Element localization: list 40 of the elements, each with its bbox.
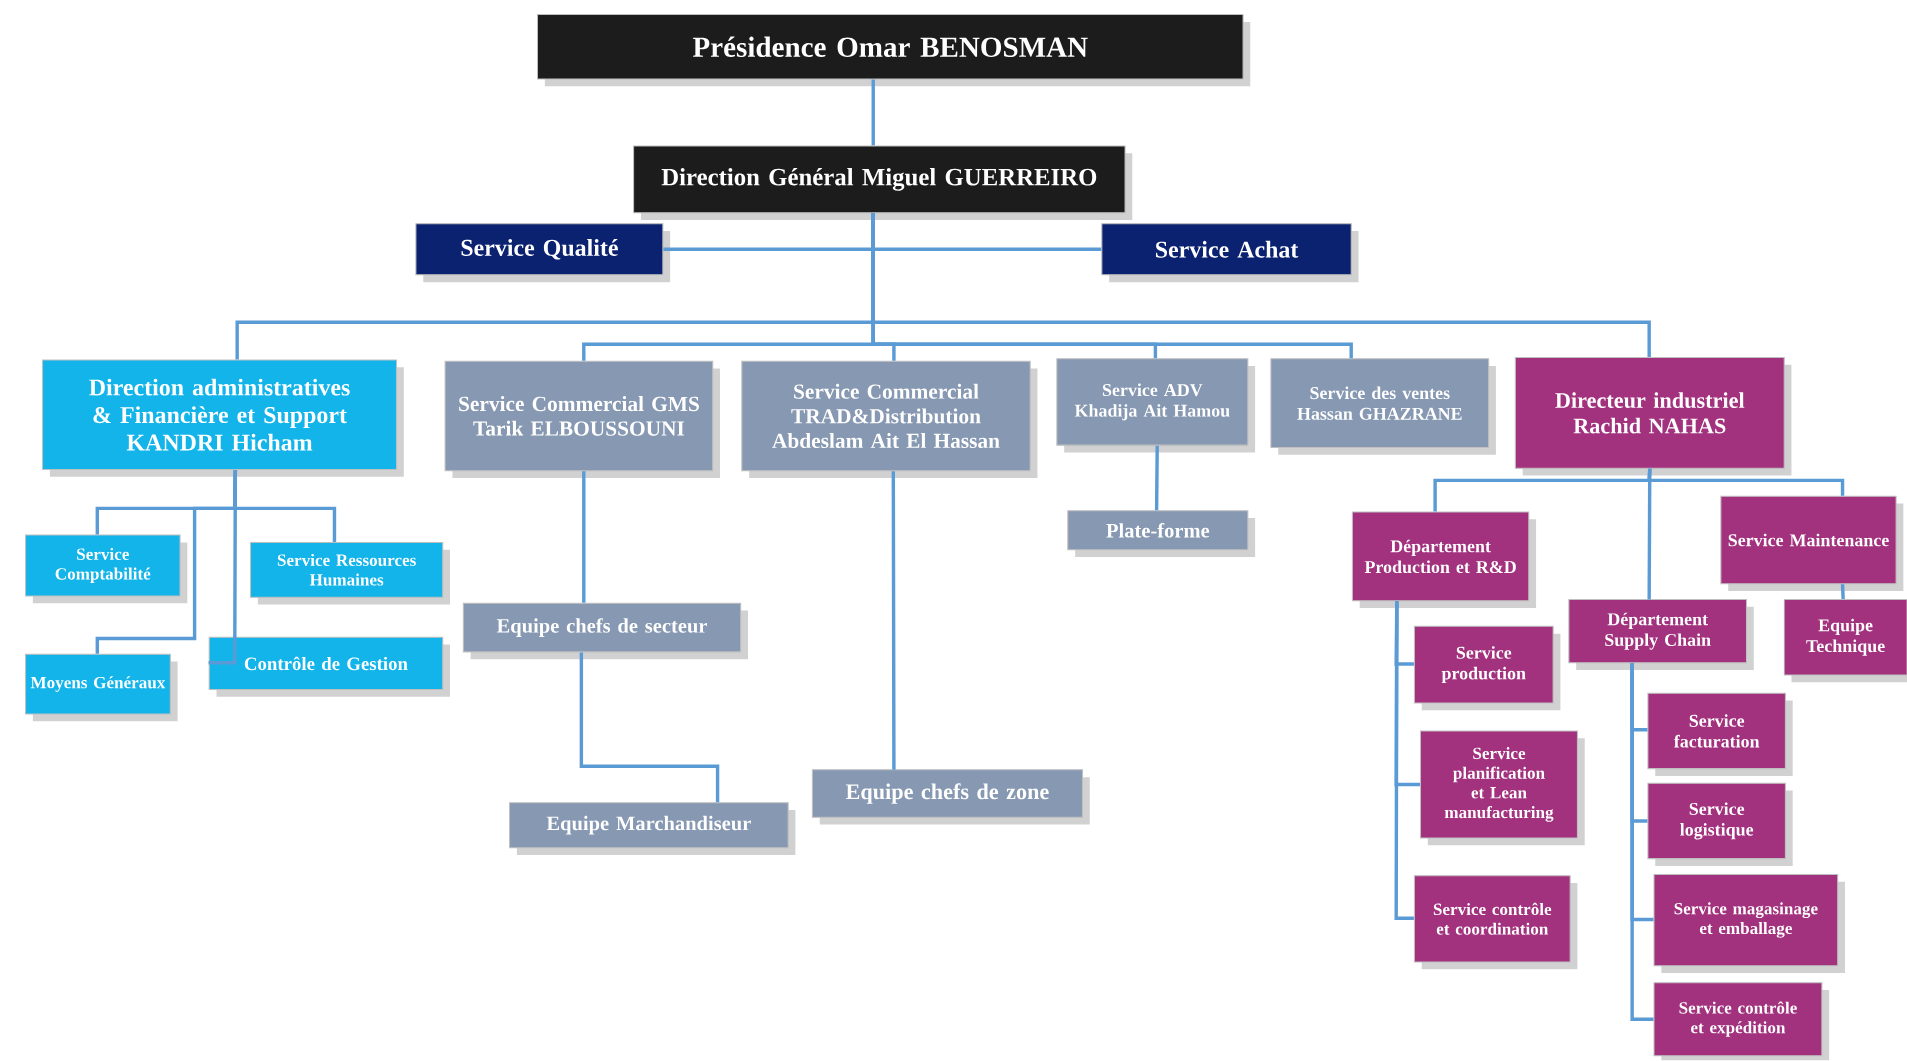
org-box: Directeur industriel Rachid NAHAS xyxy=(1514,357,1792,476)
org-box: Service ADV Khadija Ait Hamou xyxy=(1056,358,1256,453)
connector-line xyxy=(1154,445,1159,511)
connector-line xyxy=(579,652,720,803)
connector-line xyxy=(871,213,1651,358)
org-box: Service Ressources Humaines xyxy=(250,542,450,605)
org-box: Service production xyxy=(1413,626,1561,711)
org-box: Service Commercial GMS Tarik ELBOUSSOUNI xyxy=(444,360,720,479)
org-box: Service logistique xyxy=(1647,782,1793,867)
org-box: Service magasinage et emballage xyxy=(1653,874,1845,974)
connector-line xyxy=(582,471,586,603)
org-box: Direction administratives & Financière et Support KANDRI Hicham xyxy=(42,359,404,477)
org-box: Direction Général Miguel GUERREIRO xyxy=(633,145,1133,221)
org-box: Service Achat xyxy=(1101,223,1359,283)
org-box: Service contrôle et expédition xyxy=(1653,982,1830,1061)
org-box: Equipe chefs de zone xyxy=(811,769,1090,825)
org-box: Plate-forme xyxy=(1067,510,1256,558)
connector-line xyxy=(1630,663,1654,1022)
org-box: Equipe Marchandiseur xyxy=(509,802,796,856)
org-box: Contrôle de Gestion xyxy=(208,637,450,698)
org-box: Service facturation xyxy=(1647,692,1793,777)
org-box: Service Commercial TRAD&Distribution Abdeslam Ait El Hassan xyxy=(741,360,1038,479)
org-box: Equipe Technique xyxy=(1783,599,1907,683)
connector-line xyxy=(208,470,238,665)
org-box: Equipe chefs de secteur xyxy=(462,602,748,660)
connector-line xyxy=(1394,601,1414,921)
org-box: Département Supply Chain xyxy=(1568,599,1754,671)
org-box: Service des ventes Hassan GHAZRANE xyxy=(1270,358,1496,456)
org-box: Service contrôle et coordination xyxy=(1413,875,1578,970)
org-box: Service Comptabilité xyxy=(25,534,188,604)
connector-line xyxy=(871,79,875,146)
connector-line xyxy=(891,471,896,772)
org-box: Département Production et R&D xyxy=(1351,511,1537,609)
connector-line xyxy=(1840,584,1845,600)
org-box: Moyens Généraux xyxy=(25,654,178,722)
org-box: Service Qualité xyxy=(415,223,671,283)
connector-line xyxy=(1647,469,1652,602)
org-box: Présidence Omar BENOSMAN xyxy=(536,14,1251,87)
org-box: Service Maintenance xyxy=(1720,495,1904,592)
org-box: Service planification et Lean manufacturing xyxy=(1420,730,1585,846)
